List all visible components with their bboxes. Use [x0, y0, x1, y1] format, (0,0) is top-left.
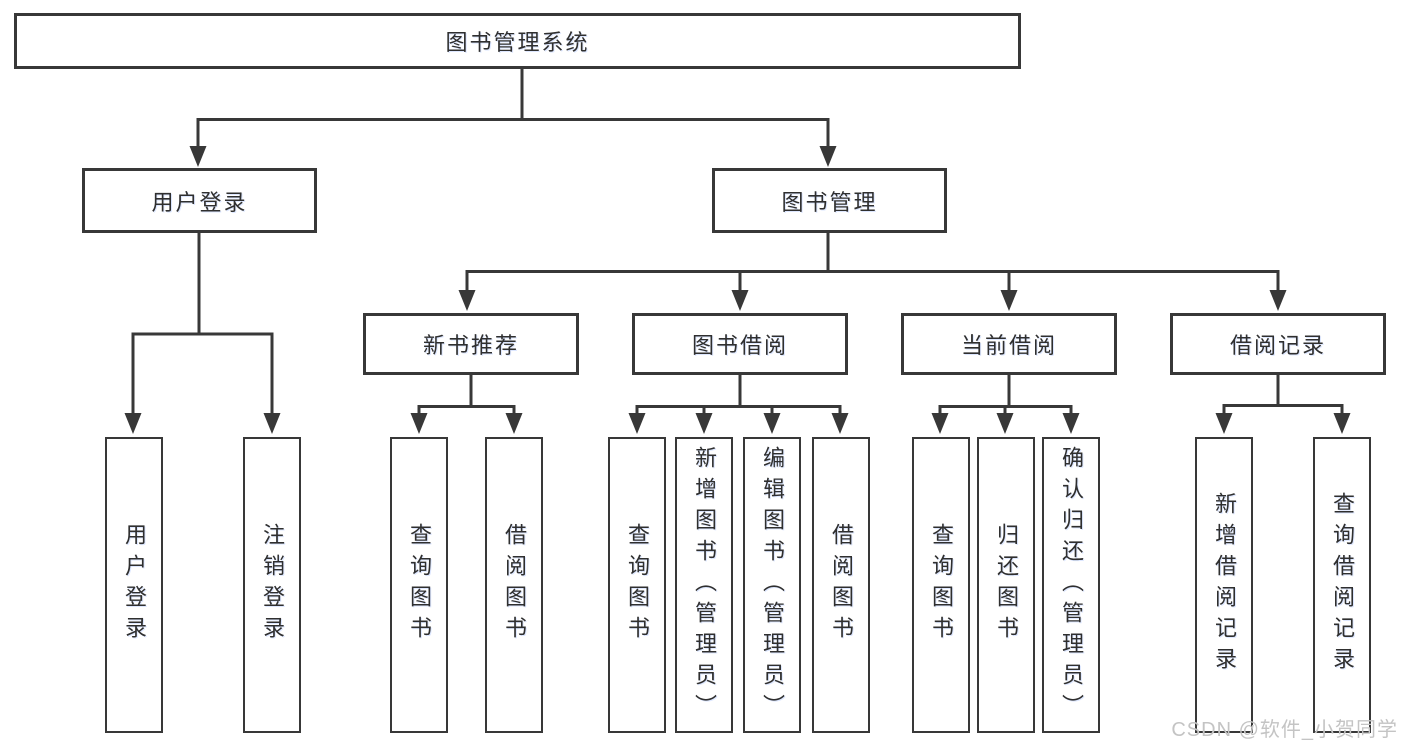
leaf-add-books-admin: 新增图书（管理员）: [675, 437, 733, 733]
leaf-confirm-return-admin: 确认归还（管理员）: [1042, 437, 1100, 733]
node-borrowing-records: 借阅记录: [1170, 313, 1386, 375]
node-label: 归还图书: [994, 523, 1019, 647]
connector-user-login-branch: [131, 332, 274, 415]
connector-level2-branch: [196, 118, 830, 148]
node-label: 图书管理系统: [445, 30, 590, 55]
node-current-borrowing: 当前借阅: [901, 313, 1117, 375]
node-label: 借阅图书: [829, 523, 854, 647]
arrowheads: [124, 146, 1351, 434]
node-label: 查询图书: [929, 523, 954, 647]
leaf-return-books: 归还图书: [977, 437, 1035, 733]
node-label: 图书借阅: [691, 333, 788, 358]
csdn-watermark: CSDN @软件_小贺同学: [1171, 719, 1398, 741]
node-label: 图书管理: [781, 189, 878, 215]
node-label: 注销登录: [260, 523, 285, 647]
leaf-query-books-recommend: 查询图书: [390, 437, 448, 733]
node-label: 编辑图书（管理员）: [760, 445, 785, 725]
node-library-management-system: 图书管理系统: [14, 13, 1021, 69]
node-book-borrowing: 图书借阅: [632, 313, 848, 375]
node-label: 新书推荐: [422, 333, 519, 358]
node-label: 新增借阅记录: [1212, 492, 1237, 678]
leaf-add-borrow-record: 新增借阅记录: [1195, 437, 1253, 733]
leaf-query-borrow-record: 查询借阅记录: [1313, 437, 1371, 733]
node-label: 借阅图书: [502, 523, 527, 647]
node-new-book-recommendation: 新书推荐: [363, 313, 579, 375]
node-book-management: 图书管理: [712, 168, 947, 233]
leaf-borrow-books-recommend: 借阅图书: [485, 437, 543, 733]
node-label: 用户登录: [122, 523, 147, 647]
connector-book-borrow-branch: [635, 405, 842, 416]
leaf-edit-books-admin: 编辑图书（管理员）: [743, 437, 801, 733]
node-label: 查询图书: [407, 523, 432, 647]
node-label: 当前借阅: [960, 333, 1057, 358]
leaf-query-books-current: 查询图书: [912, 437, 970, 733]
node-user-login: 用户登录: [82, 168, 317, 233]
node-label: 用户登录: [151, 189, 248, 215]
leaf-user-login: 用户登录: [105, 437, 163, 733]
node-label: 借阅记录: [1229, 333, 1326, 358]
leaf-query-books: 查询图书: [608, 437, 666, 733]
connector-level3-branch: [465, 270, 1280, 292]
node-label: 查询借阅记录: [1330, 492, 1355, 678]
node-label: 查询图书: [625, 523, 650, 647]
node-label: 新增图书（管理员）: [692, 445, 717, 725]
connector-new-book-branch: [417, 405, 516, 416]
connector-records-branch: [1222, 404, 1344, 416]
leaf-logout: 注销登录: [243, 437, 301, 733]
leaf-borrow-books: 借阅图书: [812, 437, 870, 733]
node-label: 确认归还（管理员）: [1059, 445, 1084, 725]
